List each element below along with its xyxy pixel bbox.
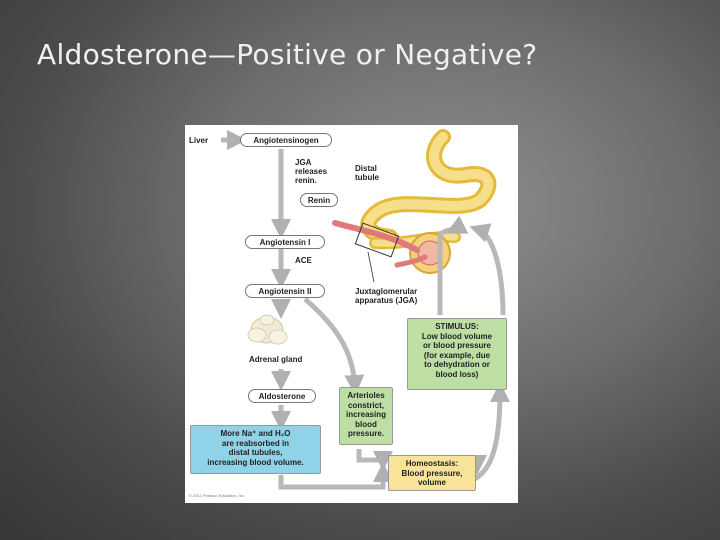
angiotensin-1-pill: Angiotensin I: [245, 235, 325, 249]
distal-tubule-label: Distal tubule: [355, 164, 379, 182]
nephron-illustration: [335, 137, 488, 282]
stimulus-box: STIMULUS: Low blood volume or blood pres…: [407, 318, 507, 390]
ace-label: ACE: [295, 256, 312, 265]
raas-diagram: Liver Angiotensinogen JGA releases renin…: [185, 125, 518, 503]
copyright-text: © 2011 Pearson Education, Inc.: [189, 493, 245, 498]
arterioles-box: Arterioles constrict, increasing blood p…: [339, 387, 393, 445]
angiotensinogen-pill: Angiotensinogen: [240, 133, 332, 147]
reabsorption-box: More Na⁺ and H₂O are reabsorbed in dista…: [190, 425, 321, 474]
aldosterone-pill: Aldosterone: [248, 389, 316, 403]
adrenal-gland-illustration: [248, 315, 287, 344]
renin-pill: Renin: [300, 193, 338, 207]
jga-label: Juxtaglomerular apparatus (JGA): [355, 287, 417, 305]
angiotensin-2-pill: Angiotensin II: [245, 284, 325, 298]
homeostasis-box: Homeostasis: Blood pressure, volume: [388, 455, 476, 491]
liver-label: Liver: [189, 136, 208, 145]
slide-title: Aldosterone—Positive or Negative?: [37, 38, 537, 71]
jga-releases-renin: JGA releases renin.: [295, 158, 327, 185]
adrenal-gland-label: Adrenal gland: [249, 355, 302, 364]
